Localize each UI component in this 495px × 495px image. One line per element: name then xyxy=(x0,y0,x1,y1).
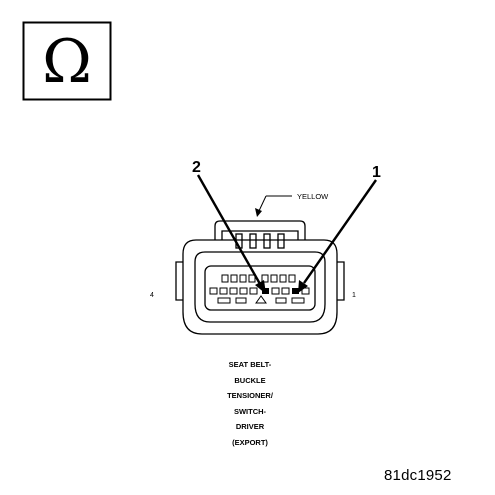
ohm-icon: Ω xyxy=(22,21,112,101)
caption-line: BUCKLE xyxy=(234,375,266,385)
callout-pin-1: 1 xyxy=(298,164,381,293)
callout-1-label: 1 xyxy=(372,164,381,181)
figure-id: 81dc1952 xyxy=(384,467,452,484)
callout-pin-2: 2 xyxy=(192,159,266,294)
caption-line: (EXPORT) xyxy=(232,437,268,447)
cavity-label-right: 1 xyxy=(352,292,356,299)
connector-body xyxy=(175,220,345,335)
callout-2-label: 2 xyxy=(192,159,201,176)
ohm-glyph: Ω xyxy=(42,27,92,97)
pin-terminals xyxy=(262,288,299,294)
wire-color-label: YELLOW xyxy=(297,192,329,201)
cavity-label-left: 4 xyxy=(150,292,154,299)
terminal-cavities xyxy=(209,274,310,304)
caption-line: TENSIONER/ xyxy=(227,391,273,401)
connector-caption: SEAT BELT- BUCKLE TENSIONER/ SWITCH- DRI… xyxy=(195,357,305,451)
caption-line: DRIVER xyxy=(235,422,265,432)
wire-color-leader: YELLOW xyxy=(255,192,329,217)
pin-1-terminal xyxy=(292,288,299,294)
caption-line: SWITCH- xyxy=(233,406,267,416)
caption-line: SEAT BELT- xyxy=(228,360,272,369)
